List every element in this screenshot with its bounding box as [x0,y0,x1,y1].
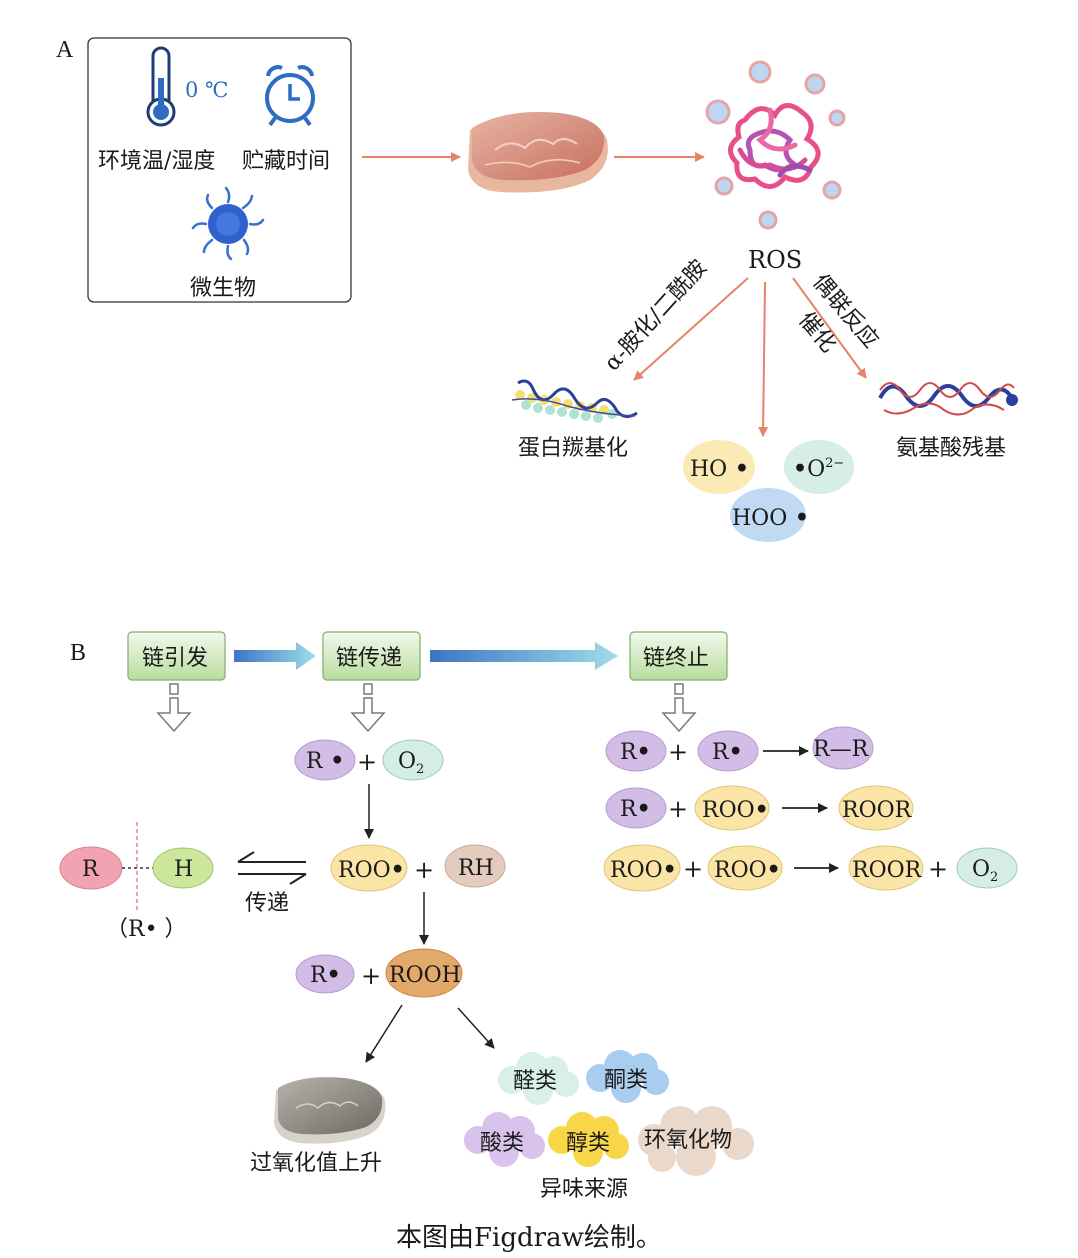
plus-2: + [414,856,434,884]
term-r2-a [605,787,667,829]
term-plus-1: + [668,738,688,766]
r-radical-label: R • [306,748,344,774]
panel-b-label: B [70,640,86,666]
transfer-label: 传递 [245,891,289,916]
rooh-label: ROOH [389,963,461,988]
cloud-acids-label: 酸类 [480,1131,524,1156]
term-roor-1-label: ROOR [842,798,913,823]
thermometer-icon [146,46,176,127]
hollow-down-arrows [156,683,697,733]
term-o2-label: O2 [972,857,998,885]
equilibrium-arrow [237,851,307,885]
stage-initiation-box [127,631,226,681]
factors-box [87,37,352,303]
oxidized-meat-icon [274,1077,386,1144]
path-left-label: α-胺化/二酰胺 [600,255,712,376]
term-roor-2-label: ROOR [852,858,923,883]
stage-propagation: 链传递 [336,646,402,671]
radical-ho: HO • [690,456,749,482]
term-r1-a [605,730,667,772]
term-roo-2 [603,844,681,892]
term-o2-bubble [956,847,1018,889]
arrow-stage-1 [234,642,316,670]
cloud-ketones [586,1050,669,1103]
arrow-to-flavor [457,1007,495,1049]
panel-a-label: A [56,37,74,63]
microbe-icon [191,186,265,261]
ros-label: ROS [748,246,802,274]
off-flavor-label: 异味来源 [540,1177,628,1202]
protein-carbonyl-label: 蛋白羰基化 [518,436,628,461]
arrow-to-peroxide [365,1004,403,1063]
r-radical-note: （R• ） [106,917,187,942]
rooh-bubble [385,948,463,998]
r-label: R [82,857,100,882]
cloud-epoxides-label: 环氧化物 [644,1128,732,1153]
amino-chain-icon [878,382,1018,416]
cloud-alcohols [548,1112,629,1167]
stage-initiation: 链引发 [142,646,208,671]
temperature-label: 0 ℃ [185,78,229,102]
cloud-acids [464,1112,545,1167]
ros-cluster-icon [705,60,846,230]
env-label: 环境温/湿度 [98,149,215,174]
peroxide-label: 过氧化值上升 [250,1151,382,1176]
roo-label: ROO• [338,857,405,883]
h-label: H [174,857,193,882]
term-r1-a-label: R• [620,739,651,765]
o2-label: O2 [398,749,424,777]
arrow-ros-left [633,277,749,381]
stage-propagation-box [322,631,421,681]
arrow-ros-right [792,277,867,379]
bubble-o2 [784,440,854,494]
alarm-clock-icon [265,65,315,127]
term-plus-2: + [668,795,688,823]
term-rr-label: R—R [813,737,870,762]
arrow-ros-down [758,281,769,437]
r-radical-bubble [294,739,356,781]
term-roor-2 [848,845,924,891]
term-roo-1 [694,785,770,831]
time-label: 贮藏时间 [242,149,330,174]
stage-termination: 链终止 [643,646,709,671]
term-plus-4: + [928,855,948,883]
term-roo-3-label: ROO• [714,857,781,883]
plus-1: + [357,748,377,776]
radical-hoo: HOO • [732,505,809,531]
rh-label: RH [458,856,494,881]
bubble-hoo [730,488,806,542]
term-roo-3 [707,845,783,891]
roo-bubble [330,844,408,892]
protein-helix-icon [511,379,638,423]
cloud-aldehydes [498,1052,579,1105]
figure-caption: 本图由Figdraw绘制。 [396,1223,662,1253]
arrow-stage-2 [430,642,618,670]
cloud-alcohols-label: 醇类 [566,1131,610,1156]
o2-bubble [382,739,444,781]
cloud-ketones-label: 酮类 [604,1068,648,1093]
term-plus-3: + [683,855,703,883]
radical-o2: •O2− [793,456,844,482]
rh-bubble [444,844,506,888]
h-bubble [152,847,214,889]
plus-3: + [361,962,381,990]
term-r1-b-label: R• [712,739,743,765]
term-roo-2-label: ROO• [610,857,677,883]
bubble-ho [683,440,755,494]
amino-residue-label: 氨基酸残基 [896,436,1006,461]
term-r1-b [697,730,759,772]
term-r2-a-label: R• [620,796,651,822]
meat-icon [468,112,608,193]
cloud-epoxides [638,1106,754,1176]
term-roo-1-label: ROO• [702,797,769,823]
term-rr-bubble [812,726,874,770]
stage-termination-box [629,631,728,681]
microbe-label: 微生物 [190,276,256,301]
term-roor-1 [838,785,914,831]
cloud-aldehydes-label: 醛类 [513,1069,557,1094]
r-radical-bubble-2 [295,954,355,994]
r-radical-label-2: R• [310,962,341,988]
